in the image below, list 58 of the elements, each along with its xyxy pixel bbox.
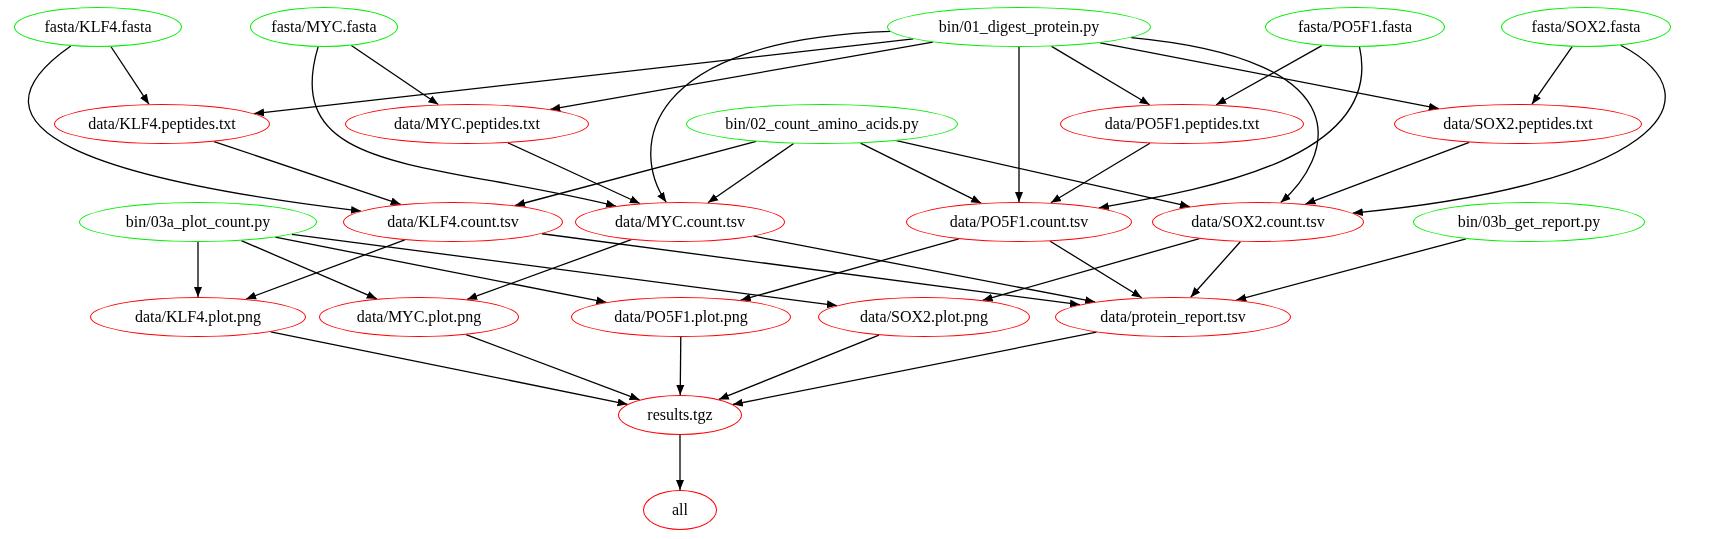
node-label: data/MYC.count.tsv [615,214,745,230]
arrow [514,140,757,207]
arrow [549,41,934,112]
arrow [311,46,617,208]
node-label: bin/03a_plot_count.py [125,214,271,230]
node-label: data/KLF4.plot.png [134,309,262,325]
arrow [1098,46,1363,211]
node-label: data/PO5F1.peptides.txt [1104,116,1260,132]
arrow [895,140,1191,209]
node-label: data/SOX2.count.tsv [1191,214,1325,230]
arrow [707,142,795,204]
node-label: data/SOX2.plot.png [860,309,988,325]
arrow [465,334,641,401]
node-label: data/KLF4.count.tsv [387,214,519,230]
arrow [1050,45,1151,106]
node-label: data/KLF4.peptides.txt [88,116,236,132]
node-label: all [672,502,688,518]
file-ellipse [618,395,742,435]
arrow [466,239,632,301]
arrow [213,140,402,206]
arrow [27,45,362,214]
arrow [253,38,914,117]
arrow [1099,42,1440,111]
node-label: fasta/KLF4.fasta [44,19,152,35]
arrow [676,336,685,396]
arrow [1531,46,1573,105]
file-ellipse [1152,202,1364,242]
arrow [541,233,1081,308]
node-label: fasta/SOX2.fasta [1531,19,1641,35]
arrow [270,331,629,407]
arrow [274,236,607,305]
node-label: results.tgz [647,407,713,423]
arrow [1050,142,1151,204]
arrow [194,241,202,298]
arrow [1015,46,1023,203]
node-label: data/MYC.plot.png [356,309,482,325]
node-label: fasta/PO5F1.fasta [1297,19,1413,35]
arrow [110,46,150,105]
node-label: data/PO5F1.plot.png [614,309,748,325]
node-label: bin/01_digest_protein.py [938,19,1100,35]
node-label: data/protein_report.tsv [1100,309,1246,325]
node-label: bin/02_count_amino_acids.py [725,116,919,132]
arrow [1235,238,1467,302]
arrow [650,30,891,203]
arrow [1130,36,1319,204]
node-label: bin/03b_get_report.py [1457,214,1601,230]
node-label: data/PO5F1.count.tsv [949,214,1089,230]
arrow [1190,241,1241,298]
arrow [981,238,1201,302]
arrow [676,434,684,491]
arrow [753,235,1096,304]
arrow [732,331,1098,407]
node-label: data/MYC.peptides.txt [394,116,540,132]
arrow [291,233,838,309]
node-label: data/SOX2.peptides.txt [1443,116,1593,132]
arrow [740,238,960,302]
arrow [1049,240,1143,299]
node-label: fasta/MYC.fasta [271,19,377,35]
